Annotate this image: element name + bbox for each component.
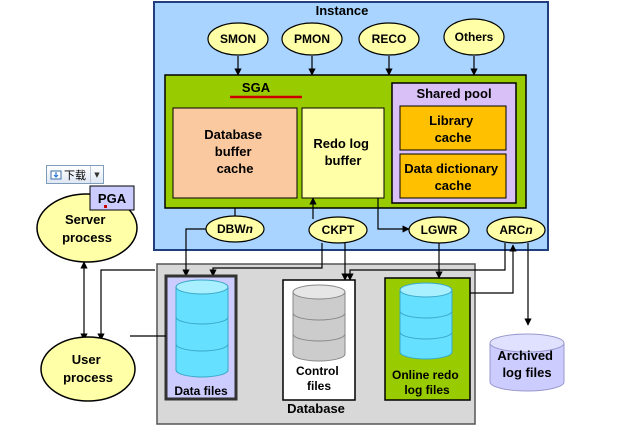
redo-log-buffer-box (301, 107, 385, 199)
db-buffer-cache-box (172, 107, 298, 199)
online-redo-cylinder-icon (399, 282, 453, 360)
arcn-oval (486, 216, 546, 244)
dbwn-to-data-files (182, 228, 206, 277)
data-files-cylinder-icon (175, 279, 229, 378)
smon-oval (207, 22, 269, 56)
server-process-to-sga (97, 269, 155, 341)
redo-buffer-to-lgwr (377, 198, 410, 233)
shared-pool-label: Shared pool (416, 86, 491, 101)
download-button[interactable]: 下载 ▼ (46, 165, 104, 184)
smon-label: SMON (220, 32, 256, 46)
archived-log-files-cylinder-icon (489, 333, 565, 392)
download-icon (50, 170, 62, 179)
instance-label: Instance (316, 3, 369, 18)
user-process-label: User process (63, 352, 113, 385)
database-label: Database (287, 401, 345, 416)
archived-log-files-label: Archived log files (497, 348, 556, 380)
data-dictionary-cache-label: Data dictionary cache (404, 161, 502, 193)
others-oval (443, 18, 505, 56)
pmon-label: PMON (294, 32, 330, 46)
ckpt-to-data-files (209, 243, 323, 277)
server-process-oval (36, 193, 138, 263)
reco-oval (358, 22, 420, 56)
library-cache-box (399, 105, 507, 151)
online-redo-log-files-label: Online redo log files (392, 368, 462, 397)
user-process-oval (40, 336, 136, 402)
download-button-label: 下载 (64, 168, 86, 182)
data-dictionary-cache-box (399, 153, 507, 199)
library-cache-label: Library cache (429, 113, 477, 145)
pmon-oval (281, 22, 343, 56)
control-files-cylinder-icon (292, 284, 346, 362)
redo-files-to-arcn (470, 244, 517, 294)
ckpt-oval (308, 216, 368, 244)
arcn-to-control-files (346, 243, 506, 281)
pga-box (89, 185, 135, 211)
redo-log-buffer-label: Redo log buffer (313, 136, 372, 168)
others-label: Others (455, 30, 494, 44)
ckpt-label: CKPT (322, 223, 355, 237)
lgwr-oval (408, 216, 470, 244)
dbwn-oval (205, 215, 265, 243)
control-files-label: Control files (296, 364, 342, 393)
data-files-label: Data files (174, 384, 228, 398)
dbwn-label: DBWn (217, 222, 253, 236)
db-buffer-cache-label: Database buffer cache (204, 127, 265, 176)
arcn-label: ARCn (499, 223, 532, 237)
reco-label: RECO (372, 32, 407, 46)
pga-marker-dot (104, 205, 107, 208)
server-process-label: Server process (62, 212, 112, 245)
chevron-down-icon[interactable]: ▼ (90, 166, 103, 183)
lgwr-label: LGWR (421, 223, 458, 237)
pga-label: PGA (98, 191, 127, 206)
sga-label: SGA (242, 80, 271, 95)
